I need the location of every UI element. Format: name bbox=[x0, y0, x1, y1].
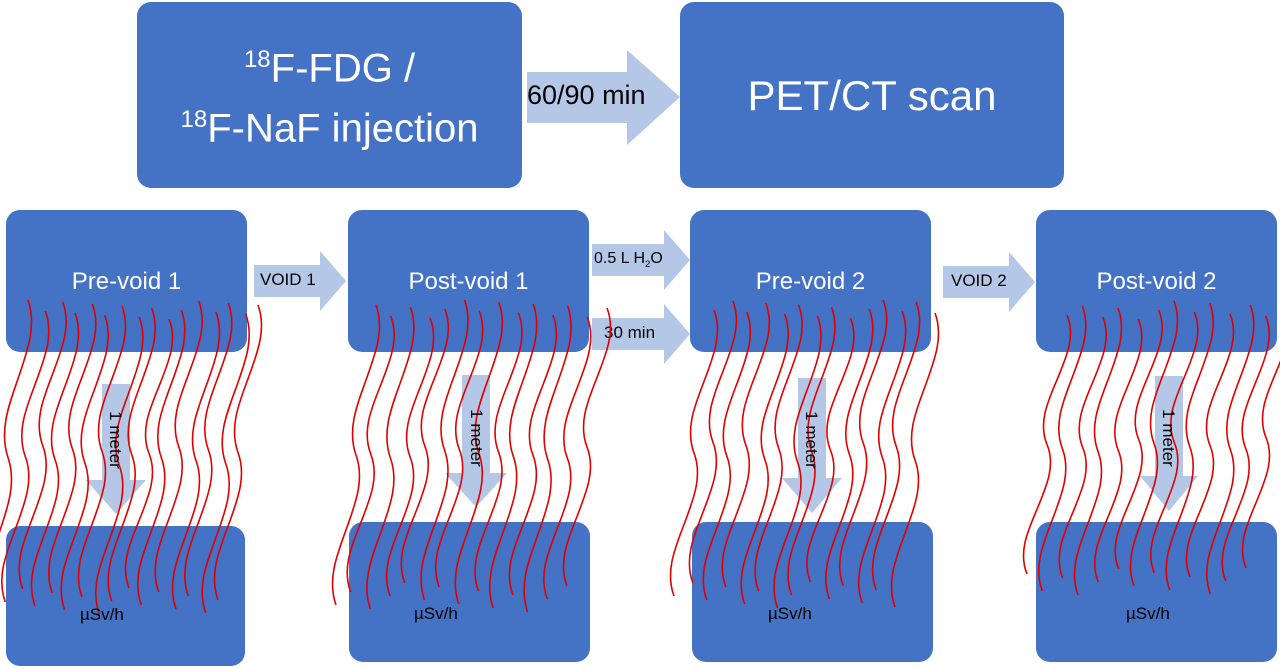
wait-arrow-shape bbox=[527, 50, 680, 145]
scan-label: PET/CT scan bbox=[747, 72, 997, 119]
stage-box-pre-void-1: Pre-void 1 bbox=[6, 210, 247, 352]
stage-label: Post-void 1 bbox=[408, 268, 529, 295]
distance-label-3: 1 meter bbox=[802, 411, 821, 469]
water-arrow: 0.5 L H2O bbox=[592, 230, 690, 290]
water-prefix: 0.5 L H bbox=[594, 250, 645, 267]
dose-label-3: µSv/h bbox=[768, 604, 812, 623]
void2-arrow-shape bbox=[943, 252, 1035, 312]
dose-label-1: µSv/h bbox=[80, 605, 124, 624]
stage-label: Pre-void 1 bbox=[71, 268, 182, 295]
injection-line1: F-FDG / bbox=[270, 46, 416, 91]
injection-label: 18F-FDG / 18F-NaF injection bbox=[137, 34, 522, 155]
dose-label-2: µSv/h bbox=[414, 604, 458, 623]
stage-label: Post-void 2 bbox=[1096, 268, 1217, 295]
void1-label: VOID 1 bbox=[260, 270, 316, 289]
water-suffix: O bbox=[650, 250, 663, 267]
detector-box-1 bbox=[6, 526, 245, 666]
water-subscript: 2 bbox=[645, 259, 651, 271]
detector-box-4 bbox=[1036, 522, 1277, 662]
isotope-mass-fdg: 18 bbox=[243, 46, 271, 73]
stage-label: Pre-void 2 bbox=[755, 268, 866, 295]
dose-label-4: µSv/h bbox=[1126, 604, 1170, 623]
injection-line2: F-NaF injection bbox=[207, 106, 479, 151]
wait-arrow: 60/90 min bbox=[527, 50, 680, 145]
wait-label: 60/90 min bbox=[527, 80, 646, 110]
isotope-mass-naf: 18 bbox=[180, 106, 208, 134]
void2-arrow: VOID 2 bbox=[943, 252, 1035, 312]
water-label: 0.5 L H2O bbox=[594, 250, 663, 270]
distance-label-2: 1 meter bbox=[467, 409, 486, 467]
detector-box-2 bbox=[349, 522, 590, 662]
water-arrow-shape bbox=[592, 230, 690, 290]
stage-box-post-void-2: Post-void 2 bbox=[1036, 210, 1277, 352]
stage-box-post-void-1: Post-void 1 bbox=[348, 210, 589, 352]
wait30-label: 30 min bbox=[604, 323, 656, 342]
wait30-arrow-shape bbox=[592, 304, 690, 364]
injection-box: 18F-FDG / 18F-NaF injection bbox=[137, 2, 522, 188]
scan-box: PET/CT scan bbox=[680, 2, 1064, 188]
detector-box-3 bbox=[692, 522, 933, 662]
void2-label: VOID 2 bbox=[951, 271, 1007, 290]
void1-arrow: VOID 1 bbox=[254, 251, 346, 311]
distance-label-1: 1 meter bbox=[106, 411, 125, 469]
wait30-arrow: 30 min bbox=[592, 304, 690, 364]
distance-label-4: 1 meter bbox=[1159, 409, 1178, 467]
stage-box-pre-void-2: Pre-void 2 bbox=[690, 210, 931, 352]
void1-arrow-shape bbox=[254, 251, 346, 311]
